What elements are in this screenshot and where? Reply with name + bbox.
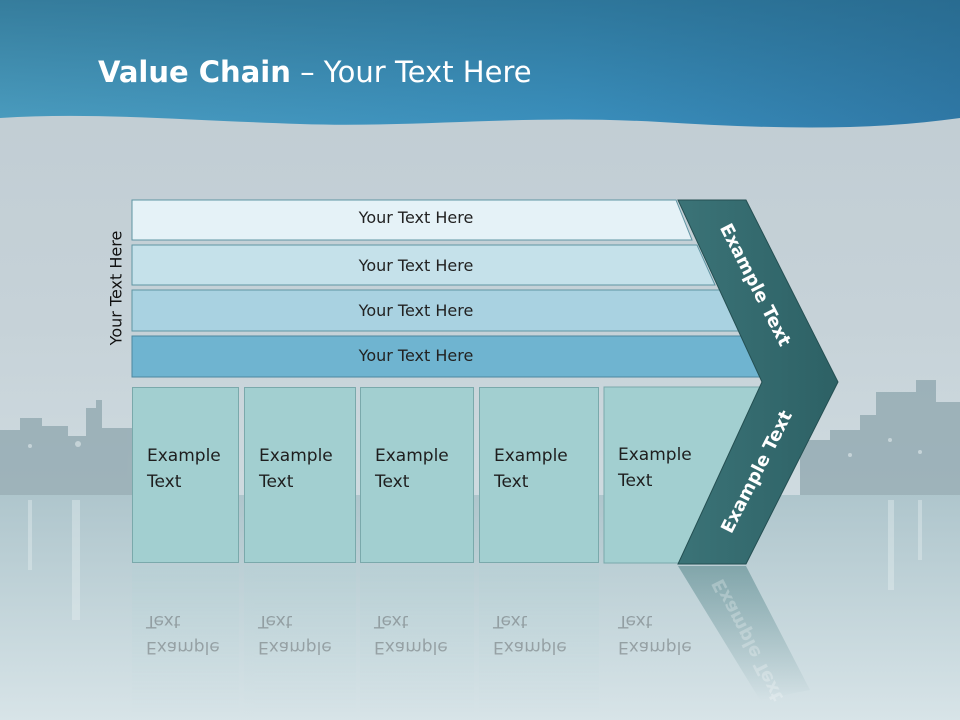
- chain-row-1-label: Your Text Here: [358, 208, 474, 227]
- cell-line-1-reflection: Example: [493, 637, 567, 657]
- cell-line-2: Text: [375, 472, 410, 492]
- cell-line-1: Example: [375, 446, 449, 466]
- chain-row-1: [131, 199, 693, 241]
- chevron-arrow-reflection: [678, 566, 810, 700]
- header-shade: [0, 0, 960, 128]
- cell-line-1: Example: [259, 446, 333, 466]
- cell-line-1-reflection: Example: [258, 637, 332, 657]
- cell-line-2: Text: [147, 472, 182, 492]
- cell-line-2-reflection: Text: [618, 611, 653, 631]
- water-reflections: [28, 500, 922, 620]
- cell-line-1: Example: [494, 446, 568, 466]
- cell-line-2-reflection: Text: [493, 611, 528, 631]
- chain-row-2-label: Your Text Here: [358, 256, 474, 275]
- slide-title: Value Chain – Your Text Here: [98, 55, 532, 89]
- vertical-label-text: Your Text Here: [106, 230, 126, 346]
- city-lights: [28, 438, 922, 457]
- chain-cell-2-reflection: Example Text: [244, 566, 356, 716]
- chain-row-4-label: Your Text Here: [358, 346, 474, 365]
- cell-line-1: Example: [618, 445, 692, 465]
- chain-cell-1-reflection: Example Text: [132, 566, 239, 716]
- cell-line-1: Example: [147, 446, 221, 466]
- chain-row-2: [131, 244, 716, 286]
- cell-line-2: Text: [618, 471, 653, 491]
- chevron-arrow: [677, 199, 839, 565]
- chain-row-3-label: Your Text Here: [358, 301, 474, 320]
- title-rest: – Your Text Here: [290, 55, 532, 89]
- cell-line-1-reflection: Example: [618, 637, 692, 657]
- chain-cell-5-reflection: Example Text: [604, 566, 704, 716]
- chain-cell-4-reflection: Example Text: [479, 566, 599, 716]
- cell-line-1-reflection: Example: [374, 637, 448, 657]
- title-bold: Value Chain: [98, 55, 291, 89]
- cell-line-2: Text: [494, 472, 529, 492]
- cell-line-2-reflection: Text: [374, 611, 409, 631]
- cell-line-1-reflection: Example: [146, 637, 220, 657]
- city-skyline: [0, 380, 960, 495]
- cell-line-2-reflection: Text: [258, 611, 293, 631]
- cell-line-2: Text: [259, 472, 294, 492]
- cell-line-2-reflection: Text: [146, 611, 181, 631]
- chain-cell-3-reflection: Example Text: [360, 566, 474, 716]
